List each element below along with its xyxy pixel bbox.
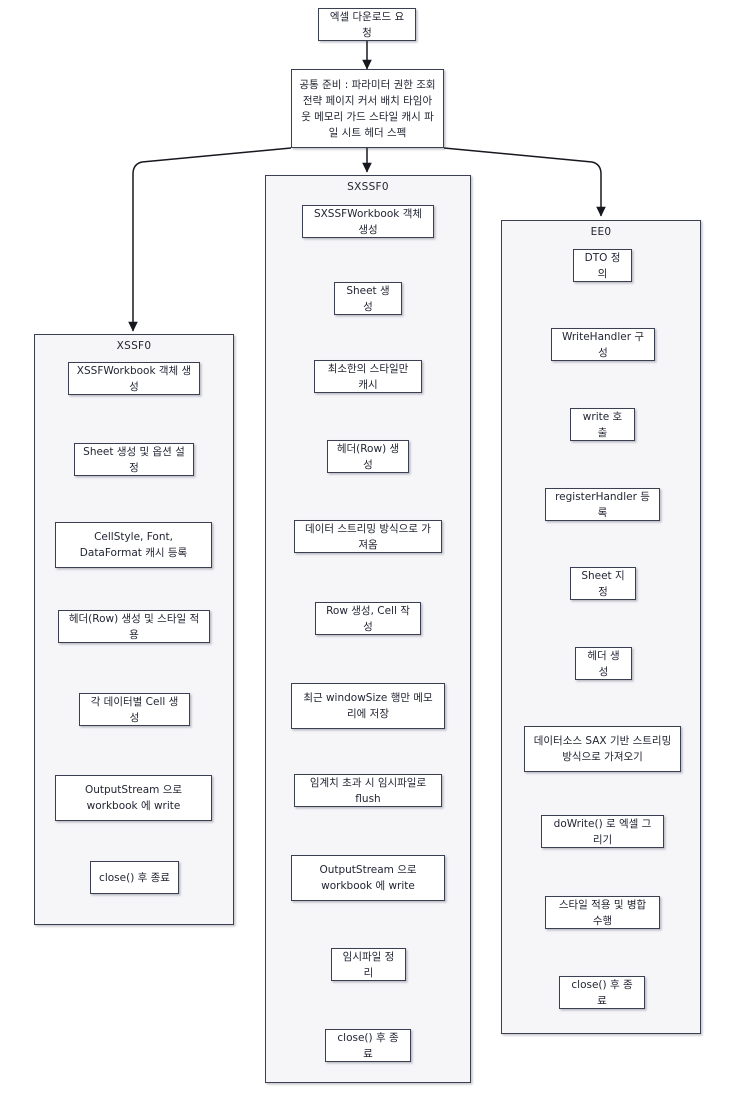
node-sxssf-header-row[interactable]: 헤더(Row) 생성: [327, 440, 409, 473]
cluster-xssf-label: XSSF0: [116, 340, 152, 352]
node-common-prep-label: 공통 준비 : 파라미터 권한 조회전략 페이지 커서 배치 타임아웃 메모리 …: [299, 78, 436, 139]
node-ee-close[interactable]: close() 후 종료: [559, 976, 645, 1009]
node-xssf-style-cache[interactable]: CellStyle, Font, DataFormat 캐시 등록: [55, 522, 212, 568]
node-sxssf-write-stream[interactable]: OutputStream 으로 workbook 에 write: [291, 855, 445, 901]
node-label: SXSSFWorkbook 객체 생성: [313, 207, 423, 236]
node-ee-writehandler-config[interactable]: WriteHandler 구성: [551, 328, 655, 361]
node-label: 헤더(Row) 생성 및 스타일 적용: [68, 612, 200, 641]
node-label: 최근 windowSize 행만 메모리에 저장: [303, 692, 433, 720]
node-start[interactable]: 엑셀 다운로드 요청: [318, 8, 416, 41]
node-xssf-workbook-create[interactable]: XSSFWorkbook 객체 생성: [68, 362, 200, 395]
node-label: DTO 정의: [584, 251, 621, 280]
node-label: 헤더(Row) 생성: [336, 442, 400, 471]
node-label: 스타일 적용 및 병합 수행: [558, 898, 647, 927]
node-xssf-cell-create[interactable]: 각 데이터별 Cell 생성: [79, 693, 190, 726]
node-label: OutputStream 으로 workbook 에 write: [319, 864, 417, 892]
node-xssf-close[interactable]: close() 후 종료: [90, 861, 179, 894]
node-sxssf-workbook-create[interactable]: SXSSFWorkbook 객체 생성: [302, 205, 434, 238]
node-label: WriteHandler 구성: [561, 330, 645, 359]
node-xssf-write-stream[interactable]: OutputStream 으로 workbook 에 write: [55, 775, 212, 821]
node-label: write 호출: [582, 410, 623, 439]
node-label: 각 데이터별 Cell 생성: [90, 695, 179, 724]
node-label: 데이터 스트리밍 방식으로 가져옴: [305, 522, 431, 551]
node-sxssf-minimal-style-cache[interactable]: 최소한의 스타일만 캐시: [314, 360, 422, 393]
node-sxssf-sheet-create[interactable]: Sheet 생성: [334, 282, 402, 315]
node-label: OutputStream 으로 workbook 에 write: [84, 784, 183, 812]
cluster-sxssf-label: SXSSF0: [347, 181, 389, 193]
node-label: close() 후 종료: [571, 978, 633, 1007]
node-ee-write-call[interactable]: write 호출: [570, 408, 635, 441]
node-label: 데이터소스 SAX 기반 스트리밍 방식으로 가져오기: [533, 735, 672, 763]
node-label: Sheet 생성 및 옵션 설정: [83, 445, 185, 474]
node-ee-style-merge[interactable]: 스타일 적용 및 병합 수행: [545, 896, 660, 929]
node-sxssf-flush-tempfile[interactable]: 임계치 초과 시 임시파일로 flush: [294, 774, 442, 807]
node-label: 임계치 초과 시 임시파일로 flush: [309, 776, 427, 805]
node-ee-header-create[interactable]: 헤더 생성: [575, 647, 632, 680]
node-xssf-sheet-create[interactable]: Sheet 생성 및 옵션 설정: [74, 443, 194, 476]
node-ee-dowrite[interactable]: doWrite() 로 엑셀 그리기: [541, 815, 664, 848]
cluster-ee-label: EE0: [590, 226, 612, 238]
node-label: Row 생성, Cell 작성: [326, 604, 410, 633]
node-sxssf-window-size[interactable]: 최근 windowSize 행만 메모리에 저장: [291, 683, 445, 729]
node-xssf-header-row[interactable]: 헤더(Row) 생성 및 스타일 적용: [58, 610, 210, 643]
node-common-prep[interactable]: 공통 준비 : 파라미터 권한 조회전략 페이지 커서 배치 타임아웃 메모리 …: [291, 69, 444, 148]
node-label: Sheet 생성: [346, 284, 390, 313]
node-sxssf-tempfile-cleanup[interactable]: 임시파일 정리: [331, 948, 406, 981]
node-ee-sheet-assign[interactable]: Sheet 지정: [570, 567, 636, 600]
node-sxssf-close[interactable]: close() 후 종료: [325, 1029, 411, 1062]
node-label: close() 후 종료: [337, 1031, 399, 1060]
node-label: close() 후 종료: [99, 871, 170, 884]
node-ee-sax-streaming[interactable]: 데이터소스 SAX 기반 스트리밍 방식으로 가져오기: [524, 726, 681, 772]
node-label: doWrite() 로 엑셀 그리기: [553, 817, 652, 846]
node-ee-register-handler[interactable]: registerHandler 등록: [545, 488, 660, 521]
node-label: XSSFWorkbook 객체 생성: [76, 364, 192, 393]
node-label: 최소한의 스타일만 캐시: [327, 362, 409, 391]
node-sxssf-row-cell[interactable]: Row 생성, Cell 작성: [315, 602, 421, 635]
node-label: 임시파일 정리: [342, 950, 395, 979]
node-label: 헤더 생성: [587, 649, 620, 678]
node-start-label: 엑셀 다운로드 요청: [329, 10, 405, 39]
node-ee-dto-define[interactable]: DTO 정의: [573, 249, 632, 282]
node-label: registerHandler 등록: [555, 490, 650, 519]
node-sxssf-data-streaming[interactable]: 데이터 스트리밍 방식으로 가져옴: [294, 520, 442, 553]
node-label: Sheet 지정: [581, 569, 625, 598]
node-label: CellStyle, Font, DataFormat 캐시 등록: [79, 531, 188, 559]
